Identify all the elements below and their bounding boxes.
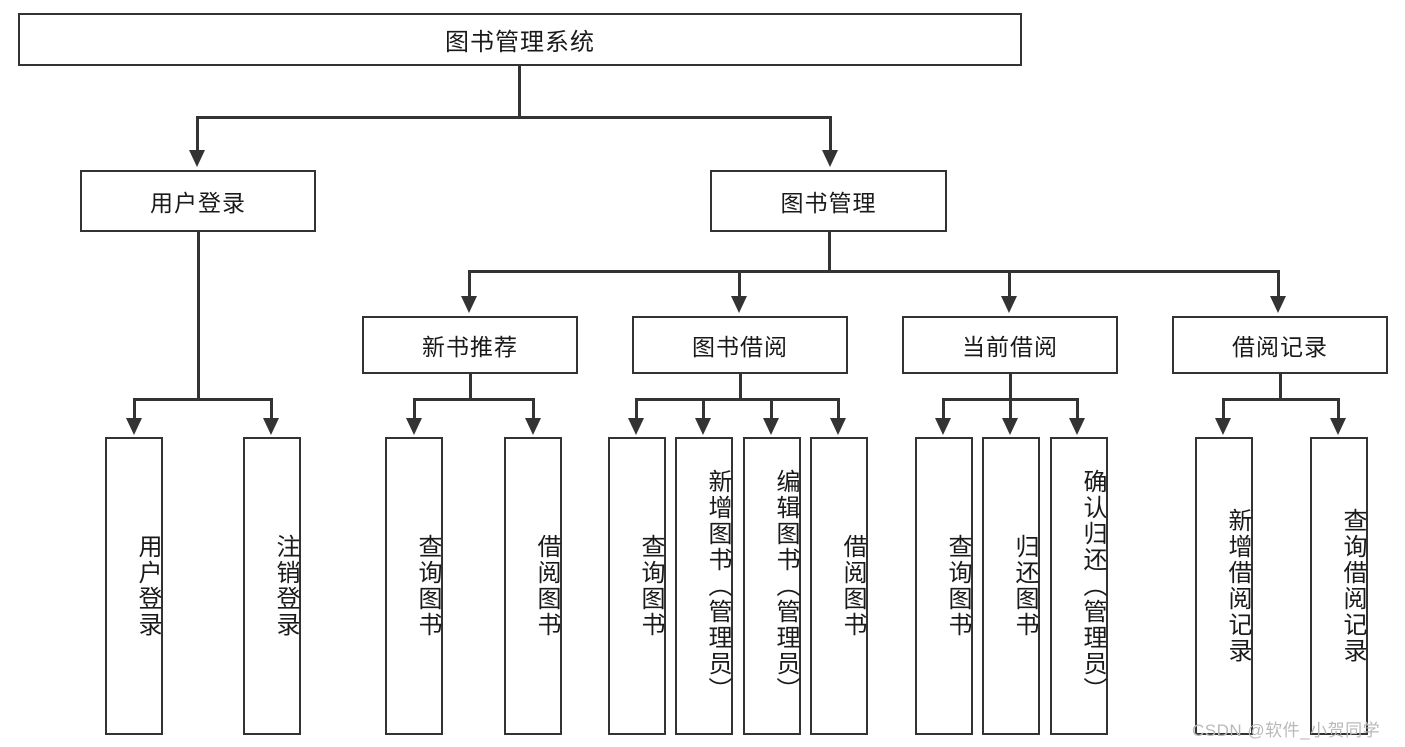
edge-drop-book-management — [829, 116, 832, 152]
arrow-down-icon — [126, 418, 142, 435]
arrow-down-icon — [1330, 418, 1346, 435]
node-label: 用户登录 — [150, 190, 246, 216]
node-label: 新增图书（管理员） — [704, 469, 731, 703]
node-label: 确认归还（管理员） — [1079, 469, 1106, 703]
edge-drop-book-borrow — [738, 270, 741, 298]
node-label: 查询图书 — [414, 534, 441, 638]
edge-drop-leaf — [532, 398, 535, 420]
leaf-user-login[interactable]: 用户登录 — [105, 437, 163, 735]
arrow-down-icon — [1069, 418, 1085, 435]
arrow-down-icon — [1215, 418, 1231, 435]
leaf-logout[interactable]: 注销登录 — [243, 437, 301, 735]
arrow-down-icon — [695, 418, 711, 435]
edge-drop-leaf — [133, 398, 136, 420]
edge-drop-borrow-record — [1277, 270, 1280, 298]
arrow-down-icon — [935, 418, 951, 435]
node-book-borrow[interactable]: 图书借阅 — [632, 316, 848, 374]
node-label: 图书管理系统 — [445, 29, 595, 56]
leaf-query-book-borrow[interactable]: 查询图书 — [608, 437, 666, 735]
leaf-borrow-book[interactable]: 借阅图书 — [810, 437, 868, 735]
node-label: 注销登录 — [272, 534, 299, 638]
edge-new-book-bus — [413, 398, 535, 401]
node-label: 图书借阅 — [692, 334, 788, 360]
node-label: 归还图书 — [1011, 534, 1038, 638]
edge-drop-user-login — [196, 116, 199, 152]
node-label: 当前借阅 — [962, 334, 1058, 360]
node-label: 借阅记录 — [1232, 334, 1328, 360]
edge-drop-leaf — [1222, 398, 1225, 420]
leaf-borrow-book-recommend[interactable]: 借阅图书 — [504, 437, 562, 735]
edge-drop-leaf — [942, 398, 945, 420]
edge-user-login-stem — [197, 232, 200, 398]
edge-drop-leaf — [702, 398, 705, 420]
edge-drop-leaf — [270, 398, 273, 420]
edge-drop-leaf — [837, 398, 840, 420]
node-current-borrow[interactable]: 当前借阅 — [902, 316, 1118, 374]
node-label: 编辑图书（管理员） — [772, 469, 799, 703]
arrow-down-icon — [406, 418, 422, 435]
edge-user-login-bus — [133, 398, 273, 401]
edge-drop-leaf — [770, 398, 773, 420]
node-book-management[interactable]: 图书管理 — [710, 170, 947, 232]
edge-new-book-stem — [469, 374, 472, 398]
node-borrow-record[interactable]: 借阅记录 — [1172, 316, 1388, 374]
arrow-down-icon — [1270, 296, 1286, 313]
edge-drop-leaf — [1076, 398, 1079, 420]
leaf-confirm-return-admin[interactable]: 确认归还（管理员） — [1050, 437, 1108, 735]
arrow-down-icon — [525, 418, 541, 435]
edge-drop-new-book — [468, 270, 471, 298]
node-user-login[interactable]: 用户登录 — [80, 170, 316, 232]
edge-drop-leaf — [413, 398, 416, 420]
node-label: 查询图书 — [637, 534, 664, 638]
node-label: 新书推荐 — [422, 334, 518, 360]
arrow-down-icon — [628, 418, 644, 435]
node-label: 用户登录 — [134, 534, 161, 638]
edge-drop-leaf — [1009, 398, 1012, 420]
arrow-down-icon — [1002, 418, 1018, 435]
arrow-down-icon — [822, 150, 838, 167]
edge-book-management-stem — [828, 232, 831, 270]
arrow-down-icon — [1001, 296, 1017, 313]
arrow-down-icon — [830, 418, 846, 435]
edge-root-stem — [518, 66, 521, 116]
node-label: 新增借阅记录 — [1224, 508, 1251, 664]
node-label: 查询图书 — [944, 534, 971, 638]
arrow-down-icon — [189, 150, 205, 167]
edge-borrow-record-stem — [1279, 374, 1282, 398]
node-root-book-management-system[interactable]: 图书管理系统 — [18, 13, 1022, 66]
node-label: 图书管理 — [780, 190, 877, 216]
node-label: 借阅图书 — [839, 534, 866, 638]
edge-drop-leaf — [635, 398, 638, 420]
node-label: 查询借阅记录 — [1339, 508, 1366, 664]
edge-root-bus — [196, 116, 832, 119]
arrow-down-icon — [461, 296, 477, 313]
edge-book-borrow-bus — [635, 398, 838, 401]
leaf-add-book-admin[interactable]: 新增图书（管理员） — [675, 437, 733, 735]
edge-book-management-bus — [468, 270, 1280, 273]
node-label: 借阅图书 — [533, 534, 560, 638]
edge-drop-current-borrow — [1008, 270, 1011, 298]
arrow-down-icon — [731, 296, 747, 313]
arrow-down-icon — [263, 418, 279, 435]
watermark: CSDN @软件_小贺同学 — [1192, 721, 1381, 740]
arrow-down-icon — [763, 418, 779, 435]
node-new-book-recommend[interactable]: 新书推荐 — [362, 316, 578, 374]
leaf-edit-book-admin[interactable]: 编辑图书（管理员） — [743, 437, 801, 735]
leaf-return-book[interactable]: 归还图书 — [982, 437, 1040, 735]
edge-drop-leaf — [1337, 398, 1340, 420]
leaf-query-book-recommend[interactable]: 查询图书 — [385, 437, 443, 735]
leaf-add-borrow-record[interactable]: 新增借阅记录 — [1195, 437, 1253, 735]
edge-book-borrow-stem — [739, 374, 742, 398]
edge-current-borrow-stem — [1009, 374, 1012, 398]
leaf-query-book-current[interactable]: 查询图书 — [915, 437, 973, 735]
edge-borrow-record-bus — [1222, 398, 1340, 401]
leaf-query-borrow-record[interactable]: 查询借阅记录 — [1310, 437, 1368, 735]
